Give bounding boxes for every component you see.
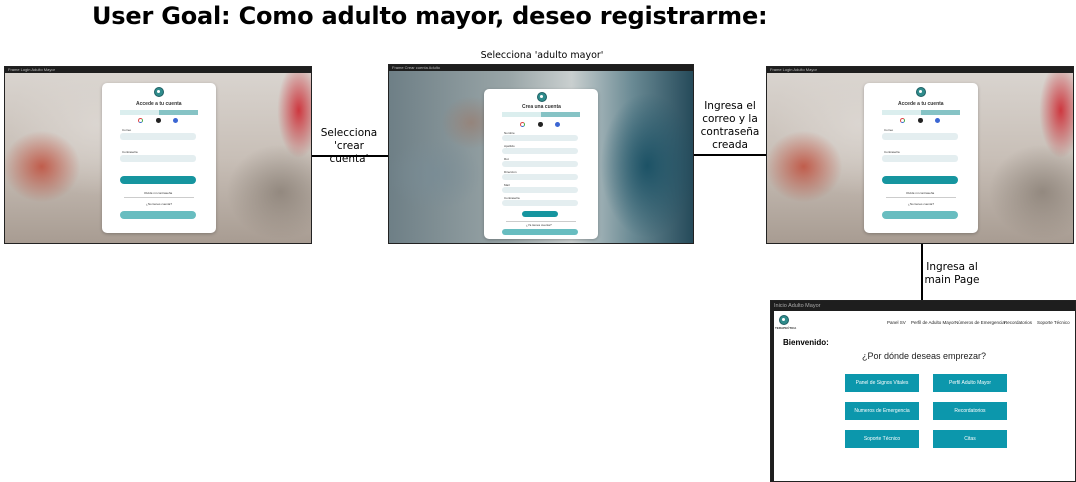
tile-emergencia[interactable]: Numeros de Emergencia bbox=[845, 402, 919, 420]
field-label: Rut bbox=[504, 157, 509, 161]
frame-title-bar: Frame Login Adulto Mayor bbox=[5, 67, 311, 73]
main-page-frame: Inicio Adulto Mayor TERAPEÚTICA Panel SV… bbox=[770, 300, 1076, 482]
frame-title-bar: Frame Crear cuenta Adulto bbox=[389, 65, 693, 71]
login-tabs[interactable] bbox=[882, 110, 960, 115]
tab-login[interactable] bbox=[120, 110, 159, 115]
connector-line bbox=[694, 154, 766, 156]
login-frame: Frame Login Adulto Mayor Accede a tu cue… bbox=[4, 66, 312, 244]
tile-citas[interactable]: Citas bbox=[933, 430, 1007, 448]
tile-signos-vitales[interactable]: Panel de Signos Vitales bbox=[845, 374, 919, 392]
no-account-text: ¿No tienes cuenta? bbox=[146, 202, 173, 206]
register-tabs[interactable] bbox=[502, 112, 580, 117]
tab-senior[interactable] bbox=[541, 112, 580, 117]
transition-label-1: Selecciona 'crear cuenta' bbox=[320, 127, 378, 165]
logo-icon bbox=[154, 87, 164, 97]
password-field[interactable] bbox=[882, 155, 958, 162]
frame-title-bar: Inicio Adulto Mayor bbox=[771, 301, 1075, 311]
lastname-field[interactable] bbox=[502, 148, 578, 154]
login-frame-filled: Frame Login Adulto Mayor Accede a tu cue… bbox=[766, 66, 1074, 244]
login-button[interactable] bbox=[882, 176, 958, 184]
transition-label-2: Selecciona 'adulto mayor' bbox=[480, 50, 604, 61]
apple-icon[interactable] bbox=[156, 118, 161, 123]
login-heading: Accede a tu cuenta bbox=[898, 101, 944, 107]
tab-family[interactable] bbox=[502, 112, 541, 117]
connector-line bbox=[312, 155, 388, 157]
page-title: User Goal: Como adulto mayor, deseo regi… bbox=[92, 2, 768, 30]
question-text: ¿Por dónde deseas emprezar? bbox=[861, 351, 987, 361]
nav-recordatorios[interactable]: Recordatorios bbox=[1004, 320, 1033, 325]
facebook-icon[interactable] bbox=[555, 122, 560, 127]
tab-register[interactable] bbox=[159, 110, 198, 115]
welcome-text: Bienvenido: bbox=[783, 338, 829, 347]
logo-icon bbox=[916, 87, 926, 97]
connector-line bbox=[921, 244, 923, 300]
transition-label-3: Ingresa el correo y la contraseña creada bbox=[700, 100, 760, 151]
login-button[interactable] bbox=[120, 176, 196, 184]
mail-field[interactable] bbox=[502, 187, 578, 193]
login-card: Accede a tu cuenta Correo Contraseña Olv… bbox=[864, 83, 978, 233]
email-field[interactable] bbox=[120, 133, 196, 140]
nav-panel-sv[interactable]: Panel SV bbox=[887, 320, 906, 325]
register-frame: Frame Crear cuenta Adulto Crea una cuent… bbox=[388, 64, 694, 244]
frame-side-border bbox=[771, 311, 774, 481]
tab-register[interactable] bbox=[921, 110, 960, 115]
field-label: Dirección bbox=[504, 170, 517, 174]
login-tabs[interactable] bbox=[120, 110, 198, 115]
create-account-button[interactable] bbox=[120, 211, 196, 219]
google-icon[interactable] bbox=[138, 118, 143, 123]
forgot-password-link[interactable]: Olvidé mi contraseña bbox=[144, 191, 173, 195]
register-card: Crea una cuenta Nombre Apellido Rut Dire… bbox=[484, 89, 598, 239]
tile-recordatorios[interactable]: Recordatorios bbox=[933, 402, 1007, 420]
divider bbox=[886, 197, 956, 198]
field-label: Contraseña bbox=[504, 196, 520, 200]
email-label: Correo bbox=[884, 128, 894, 132]
login-heading: Accede a tu cuenta bbox=[136, 101, 182, 107]
transition-label-4: Ingresa al main Page bbox=[924, 261, 980, 286]
password-label: Contraseña bbox=[122, 150, 138, 154]
tile-soporte[interactable]: Soporte Técnico bbox=[845, 430, 919, 448]
create-button[interactable] bbox=[522, 211, 558, 217]
login-button[interactable] bbox=[502, 229, 578, 235]
logo-text: TERAPEÚTICA bbox=[775, 326, 797, 330]
no-account-text: ¿No tienes cuenta? bbox=[908, 202, 935, 206]
google-icon[interactable] bbox=[520, 122, 525, 127]
apple-icon[interactable] bbox=[538, 122, 543, 127]
name-field[interactable] bbox=[502, 135, 578, 141]
divider bbox=[124, 197, 194, 198]
nav-perfil[interactable]: Perfil de Adulto Mayor bbox=[911, 320, 956, 325]
password-field[interactable] bbox=[502, 200, 578, 206]
tile-perfil[interactable]: Perfil Adulto Mayor bbox=[933, 374, 1007, 392]
field-label: Apellido bbox=[504, 144, 515, 148]
login-card: Accede a tu cuenta Correo Contraseña Olv… bbox=[102, 83, 216, 233]
google-icon[interactable] bbox=[900, 118, 905, 123]
email-field[interactable] bbox=[882, 133, 958, 140]
nav-soporte[interactable]: Soporte Técnico bbox=[1037, 320, 1070, 325]
email-label: Correo bbox=[122, 128, 132, 132]
apple-icon[interactable] bbox=[918, 118, 923, 123]
logo-icon bbox=[537, 92, 547, 102]
tab-login[interactable] bbox=[882, 110, 921, 115]
register-heading: Crea una cuenta bbox=[522, 104, 561, 110]
facebook-icon[interactable] bbox=[935, 118, 940, 123]
password-label: Contraseña bbox=[884, 150, 900, 154]
frame-title-bar: Frame Login Adulto Mayor bbox=[767, 67, 1073, 73]
field-label: Nombre bbox=[504, 131, 515, 135]
password-field[interactable] bbox=[120, 155, 196, 162]
address-field[interactable] bbox=[502, 174, 578, 180]
forgot-password-link[interactable]: Olvidé mi contraseña bbox=[906, 191, 935, 195]
logo-icon bbox=[779, 315, 789, 325]
create-account-button[interactable] bbox=[882, 211, 958, 219]
nav-emergencia[interactable]: Números de Emergencia bbox=[955, 320, 1005, 325]
divider bbox=[506, 221, 576, 222]
has-account-text: ¿Ya tienes cuenta? bbox=[526, 223, 552, 227]
rut-field[interactable] bbox=[502, 161, 578, 167]
facebook-icon[interactable] bbox=[173, 118, 178, 123]
field-label: Mail bbox=[504, 183, 510, 187]
